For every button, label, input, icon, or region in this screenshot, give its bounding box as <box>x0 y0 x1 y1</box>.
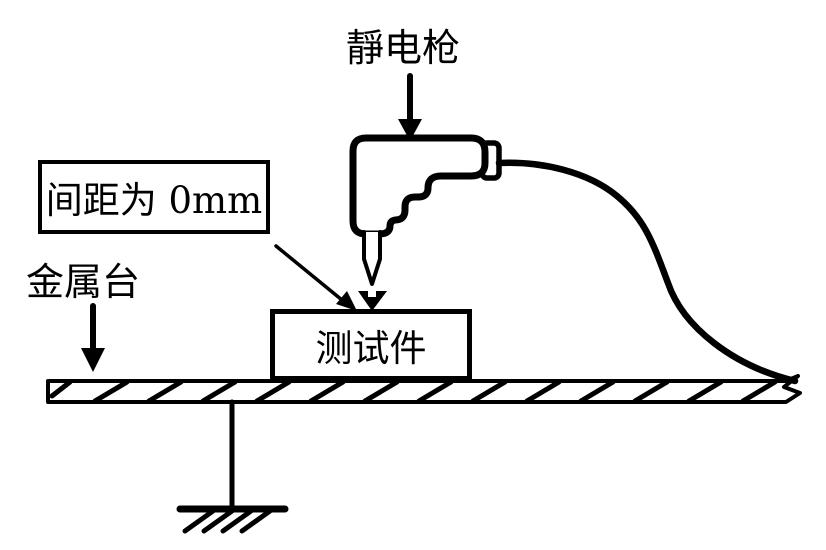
gap-annotation-arrow <box>274 244 357 311</box>
gun-cable-icon <box>495 159 799 385</box>
gun-connector <box>479 140 502 181</box>
gap-annotation-box: 间距为 0mm <box>38 160 270 234</box>
metal-table-label: 金属台 <box>26 260 141 304</box>
discharge-tip-icon <box>358 230 387 311</box>
static-gun-label: 靜电枪 <box>346 26 461 70</box>
metal-table-arrow <box>81 303 105 372</box>
platform-hatching <box>49 379 778 404</box>
ground-symbol-icon <box>176 399 289 534</box>
esd-gun-icon <box>349 134 489 238</box>
gap-annotation-text: 间距为 0mm <box>45 179 263 222</box>
test-piece-label: 测试件 <box>315 327 427 370</box>
test-piece-box: 测试件 <box>270 309 472 381</box>
static-gun-pointer-arrow <box>398 73 422 141</box>
